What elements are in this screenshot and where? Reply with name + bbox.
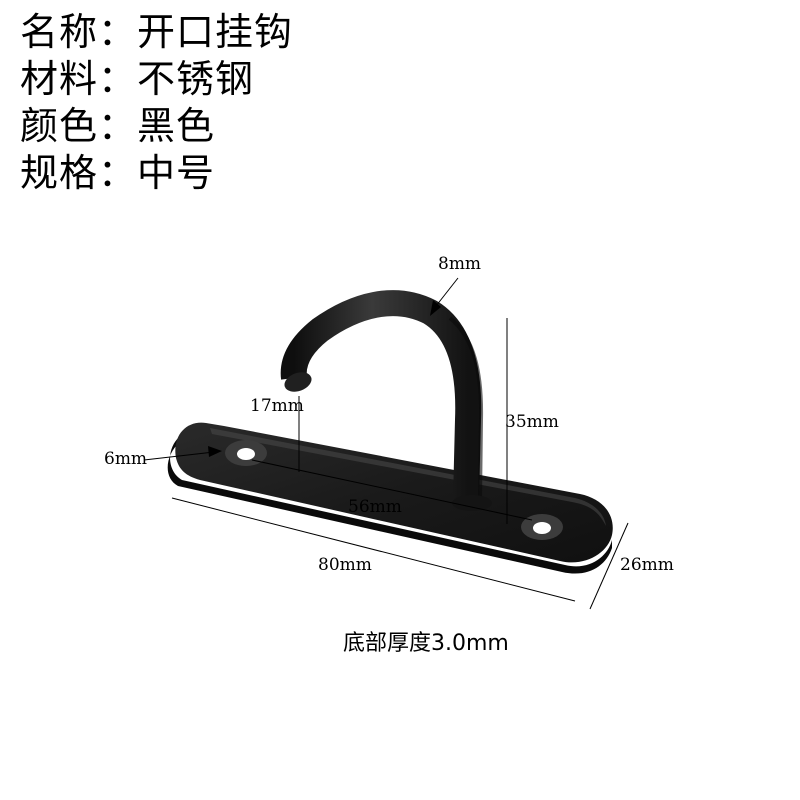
hook-base xyxy=(452,495,492,511)
dim-label-hole-spacing: 56mm xyxy=(348,497,402,517)
plate-highlight xyxy=(210,428,606,526)
dim-line-56 xyxy=(251,459,533,521)
arrow-8 xyxy=(430,300,441,316)
spec-name: 名称：开口挂钩 xyxy=(20,10,294,54)
dim-label-hole: 6mm xyxy=(104,449,148,469)
dim-label-width: 26mm xyxy=(620,555,674,575)
dim-line-80 xyxy=(171,497,576,602)
hook-rod xyxy=(280,290,482,501)
dim-label-length: 80mm xyxy=(318,555,372,575)
arrow-6 xyxy=(208,446,222,457)
spec-color: 颜色：黑色 xyxy=(20,104,216,148)
dim-line-26 xyxy=(589,522,629,610)
dim-label-wire: 8mm xyxy=(438,254,482,274)
spec-size: 规格：中号 xyxy=(20,151,216,195)
base-thickness-note: 底部厚度3.0mm xyxy=(343,631,509,656)
dim-label-opening: 17mm xyxy=(250,396,304,416)
dim-line-8 xyxy=(435,277,459,307)
mount-hole-right xyxy=(521,514,563,540)
mount-hole-left xyxy=(225,440,267,466)
spec-material: 材料：不锈钢 xyxy=(20,57,255,101)
hook-tip xyxy=(284,372,312,392)
dim-line-6 xyxy=(143,451,215,461)
dim-label-height: 35mm xyxy=(505,412,559,432)
hook-rod-shadow xyxy=(448,316,484,501)
base-plate xyxy=(175,422,613,563)
